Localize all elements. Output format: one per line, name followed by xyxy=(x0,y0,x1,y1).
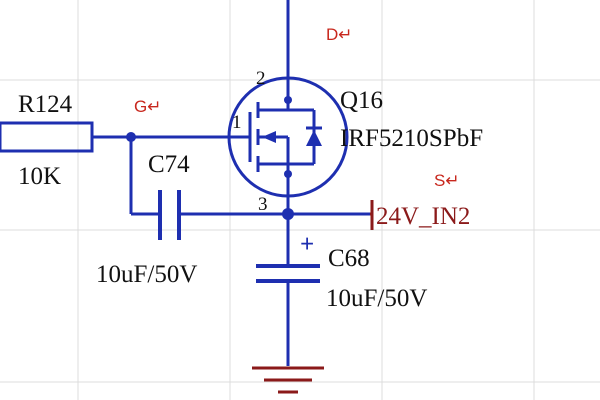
net-label-source: S↵ xyxy=(434,171,460,190)
q16-body-diode xyxy=(306,130,322,146)
q16-source-dot xyxy=(284,170,292,178)
q16-drain-dot xyxy=(284,96,292,104)
c74-value: 10uF/50V xyxy=(96,261,197,288)
junctions xyxy=(126,132,294,220)
q16-body-arrow xyxy=(262,131,276,143)
c74-designator: C74 xyxy=(148,151,190,178)
c68-polarity-mark: + xyxy=(300,231,314,258)
c68-capacitor-symbol xyxy=(256,264,320,283)
junction-gate xyxy=(126,132,136,142)
r124-designator: R124 xyxy=(18,91,73,118)
q16-part-number: IRF5210SPbF xyxy=(340,125,483,152)
c68-value: 10uF/50V xyxy=(326,285,427,312)
ground-icon xyxy=(252,366,324,394)
pin-number-gate: 1 xyxy=(232,112,242,133)
junction-source xyxy=(282,208,294,220)
pin-number-drain: 2 xyxy=(256,68,266,89)
power-port-label: 24V_IN2 xyxy=(376,203,470,230)
c74-capacitor-symbol xyxy=(158,190,181,240)
pin-number-source: 3 xyxy=(258,194,268,215)
net-label-drain: D↵ xyxy=(326,25,353,44)
net-label-gate: G↵ xyxy=(134,97,161,116)
r124-value: 10K xyxy=(18,163,61,190)
power-port-symbol xyxy=(370,200,374,230)
r124-resistor-body xyxy=(0,121,94,153)
c68-designator: C68 xyxy=(328,245,370,272)
q16-designator: Q16 xyxy=(340,87,383,114)
